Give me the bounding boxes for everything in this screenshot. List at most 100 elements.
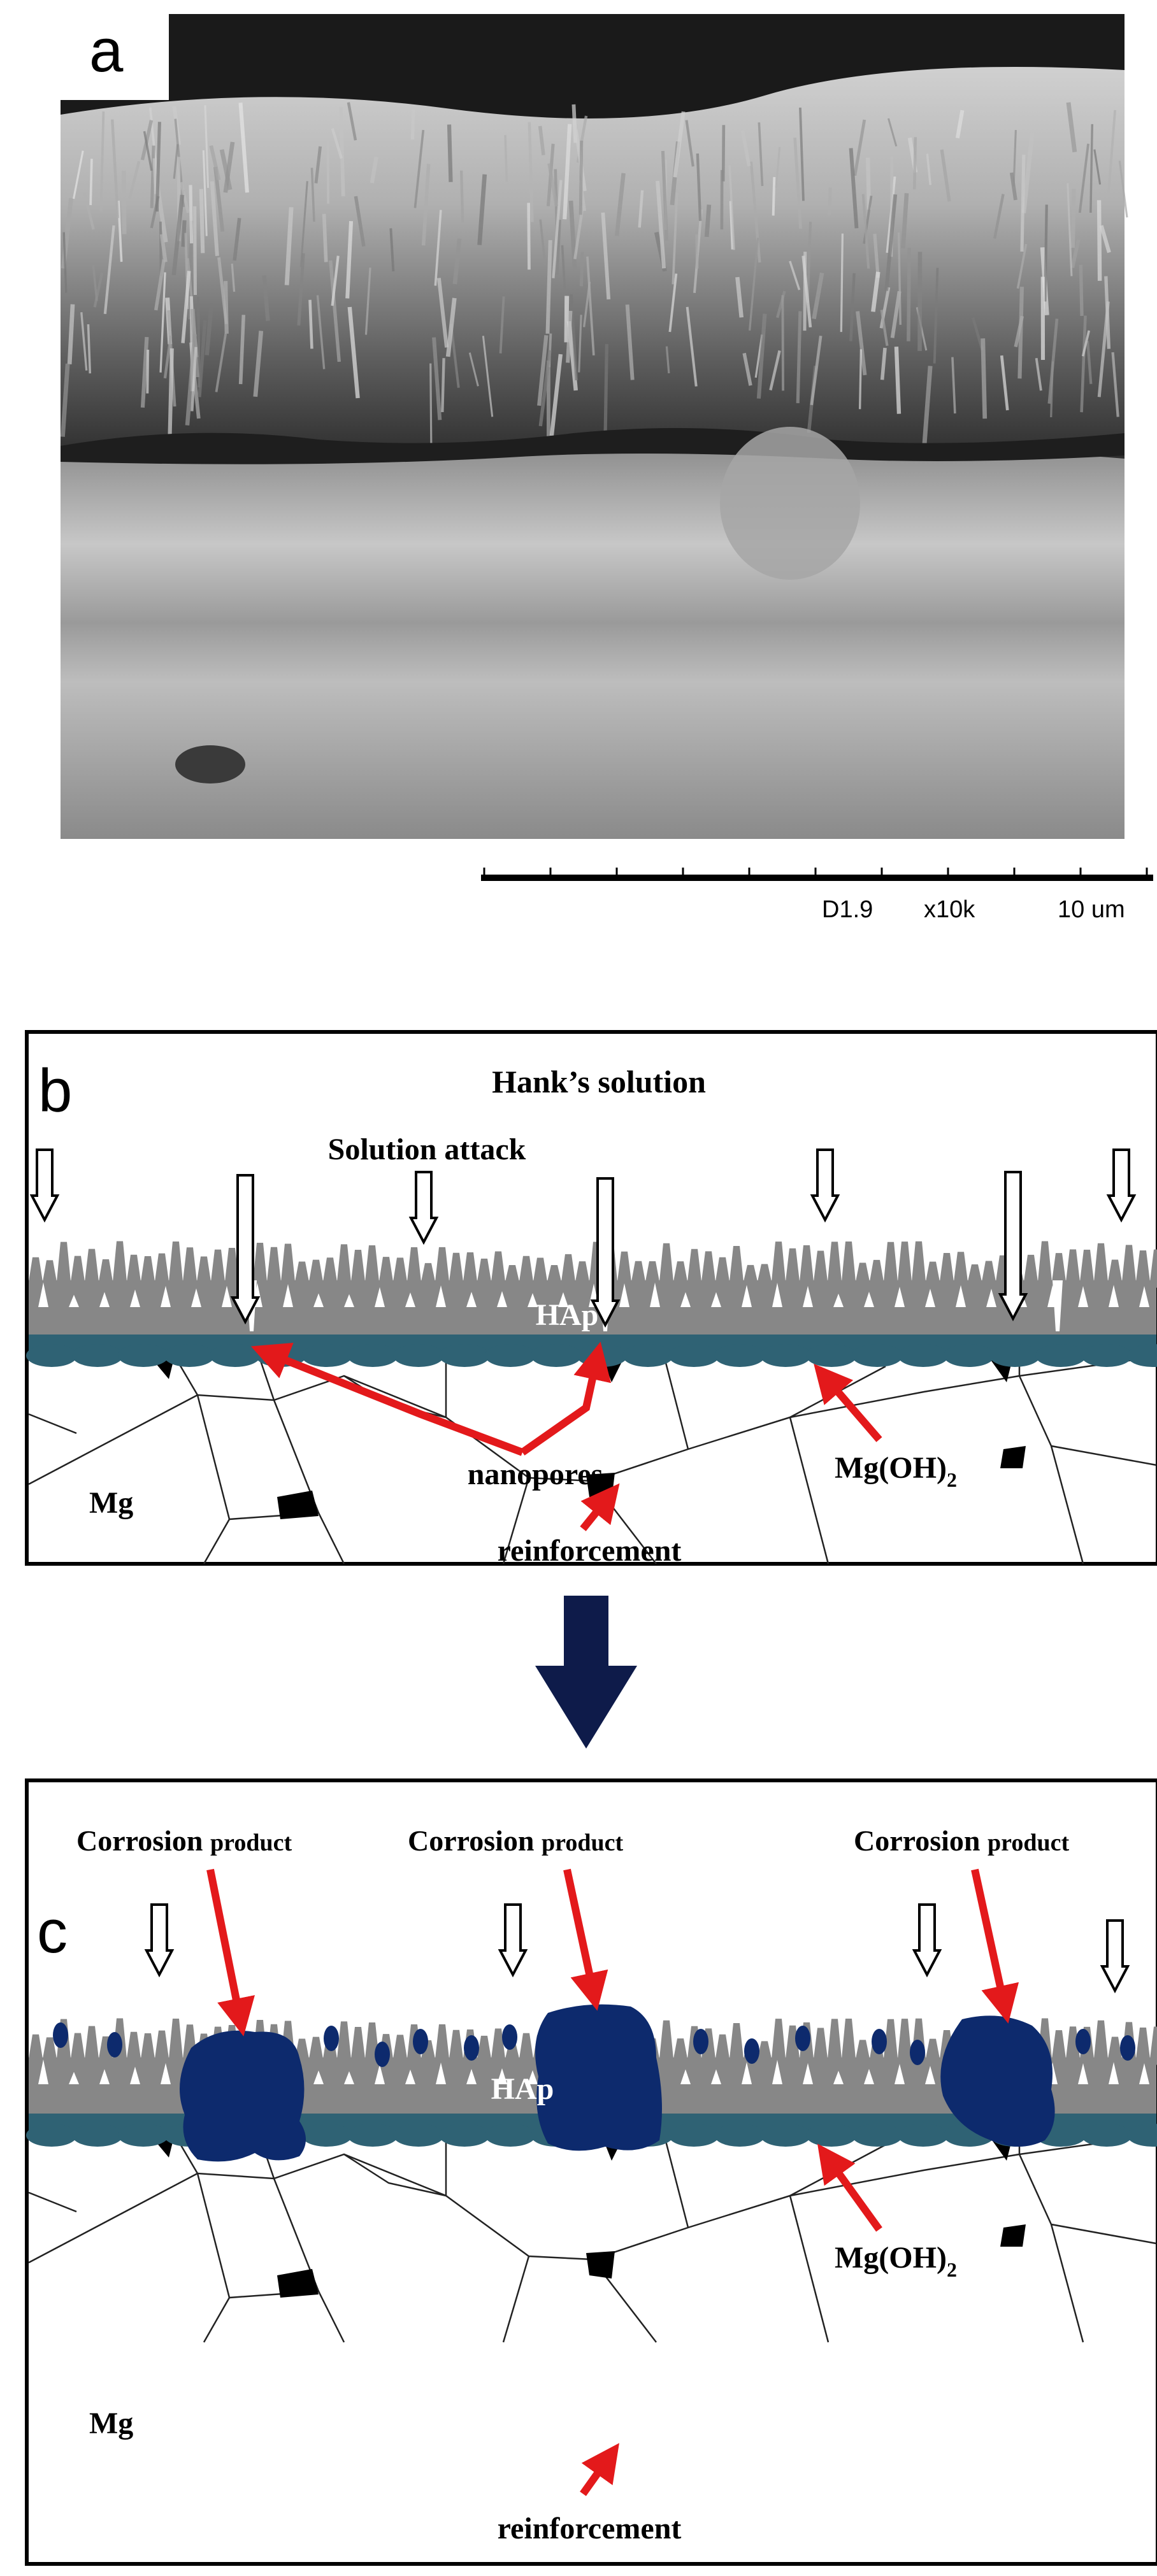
reinforcement-label: reinforcement	[498, 1534, 682, 1568]
mg-label: Mg	[89, 1486, 133, 1520]
hap-gap	[864, 1291, 874, 1307]
panel-b: b Hank’s solution Solution attack HAp na…	[25, 1030, 1157, 1568]
sem-fiber	[849, 273, 856, 341]
solution-attack-arrow	[144, 1903, 175, 1978]
sem-fiber	[638, 190, 644, 228]
sem-fiber	[163, 335, 173, 379]
sem-fiber	[364, 268, 371, 335]
sem-fiber	[80, 312, 88, 371]
mgoh2-bump	[1127, 1344, 1157, 1367]
sem-fiber	[354, 196, 366, 247]
solution-attack-arrow	[912, 1903, 942, 1978]
sem-fiber	[310, 168, 315, 222]
mgoh2-arrow	[817, 2143, 882, 2232]
sem-fiber	[452, 238, 462, 285]
sem-fiber	[578, 315, 582, 373]
mgoh2-bump	[714, 1344, 765, 1367]
corrosion-label-right: Corrosion product	[854, 1824, 1069, 1857]
hap-gap	[680, 2069, 691, 2084]
sem-fiber	[339, 106, 345, 197]
sem-fiber	[528, 122, 534, 222]
mgoh2-bump	[989, 1344, 1040, 1367]
nanopores-label: nanopores	[468, 1457, 603, 1491]
hap-gap	[375, 2064, 385, 2084]
grain-boundary	[789, 2195, 830, 2343]
sem-fiber	[238, 315, 246, 385]
sem-fiber	[445, 297, 457, 357]
sem-fiber	[110, 119, 120, 218]
corrosion-spot	[1120, 2035, 1135, 2061]
sem-pit	[175, 745, 245, 784]
sem-detector: D1.9	[822, 896, 873, 923]
mgoh2-label: Mg(OH)2	[835, 2241, 957, 2281]
sem-fiber	[308, 299, 313, 349]
sem-fiber	[477, 174, 487, 245]
hap-gap	[69, 1294, 79, 1307]
hap-gap	[497, 1291, 507, 1307]
sem-fiber	[331, 255, 340, 306]
sem-fiber	[499, 296, 505, 354]
mgoh2-bump	[393, 2124, 444, 2147]
hap-gap	[497, 2068, 507, 2084]
sem-fiber	[421, 164, 431, 246]
sem-coating-layer	[61, 67, 1125, 459]
sem-fiber	[897, 232, 902, 325]
hap-gap	[619, 1283, 629, 1307]
sem-fiber	[668, 273, 678, 333]
mgoh2-bump	[760, 1344, 811, 1367]
sem-fiber	[781, 295, 785, 391]
sem-fiber	[901, 193, 909, 249]
hap-needle-edge	[29, 1241, 1157, 1288]
corrosion-label-middle: Corrosion product	[408, 1824, 623, 1857]
grain-boundary	[789, 1417, 830, 1564]
grain-boundary	[196, 1394, 320, 1521]
corrosion-product-middle	[535, 2004, 662, 2151]
sem-fiber	[197, 296, 201, 388]
grain-boundary	[203, 2297, 231, 2343]
sem-fiber	[154, 259, 166, 311]
sem-fiber	[199, 189, 205, 254]
hap-gap	[986, 1289, 996, 1307]
sem-fiber	[993, 194, 1005, 239]
sem-fiber	[504, 134, 508, 182]
hap-gap	[191, 1288, 201, 1307]
hap-gap	[1078, 2063, 1088, 2084]
hap-gap	[405, 2069, 415, 2084]
mgoh2-bump	[806, 2124, 857, 2147]
sem-fibers	[61, 102, 1128, 454]
sem-fiber	[940, 149, 951, 202]
sem-fiber	[447, 124, 453, 182]
sem-fiber	[223, 281, 229, 334]
hap-gap	[833, 2070, 844, 2084]
corrosion-arrow-right	[971, 1868, 1019, 2024]
mgoh2-bump	[26, 1344, 77, 1367]
mgoh2-bump	[531, 1344, 582, 1367]
sem-fiber	[827, 187, 832, 215]
sem-fiber	[99, 111, 105, 212]
reinforcement-particle	[277, 1491, 319, 1519]
sem-fiber	[67, 304, 75, 364]
sem-particle	[720, 427, 860, 580]
corrosion-spot	[744, 2038, 759, 2064]
sem-fiber	[772, 176, 776, 216]
solution-attack-label: Solution attack	[328, 1133, 526, 1166]
mgoh2-bump	[72, 1344, 123, 1367]
sem-fiber	[789, 261, 801, 290]
sem-fiber	[331, 128, 343, 159]
sem-fiber	[853, 119, 866, 176]
sem-fiber	[933, 268, 939, 364]
solution-attack-arrow	[1100, 1919, 1130, 1994]
sem-fiber	[1067, 183, 1073, 276]
mgoh2-bump	[1127, 2124, 1157, 2147]
sem-fiber	[672, 192, 679, 285]
mgoh2-bump	[210, 1344, 261, 1367]
sem-fiber	[1099, 225, 1111, 254]
mgoh2-bump	[72, 2124, 123, 2147]
corrosion-label-left: Corrosion product	[76, 1824, 292, 1857]
sem-fiber	[769, 350, 781, 390]
sem-fiber	[193, 206, 198, 296]
sem-fiber	[1070, 239, 1081, 268]
hap-gap	[1139, 1286, 1149, 1307]
nanopores-arrows	[250, 1342, 612, 1456]
sem-fiber	[695, 234, 699, 269]
